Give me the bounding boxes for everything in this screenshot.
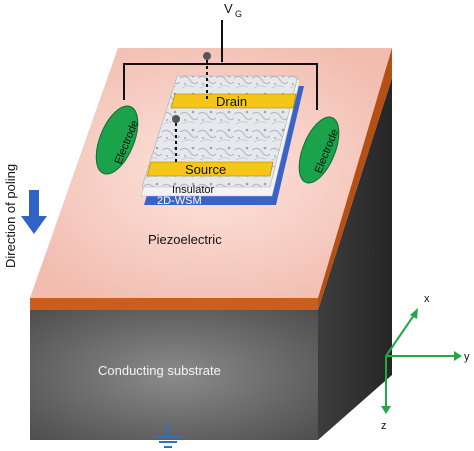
gate-probe-drain xyxy=(203,52,211,100)
gate-probe-source xyxy=(172,115,180,165)
channel-label: 2D-WSM xyxy=(157,195,202,207)
poling-arrow-icon xyxy=(21,190,47,234)
coordinate-axes xyxy=(381,308,462,414)
drain-contact xyxy=(170,93,297,109)
gate-wiring xyxy=(123,20,318,110)
substrate-front xyxy=(30,310,318,440)
piezoelectric-label: Piezoelectric xyxy=(148,232,222,247)
substrate-side xyxy=(318,78,392,440)
insulator-label: Insulator xyxy=(172,184,215,196)
ground-icon xyxy=(154,424,182,448)
conducting-substrate: Conducting substrate xyxy=(30,78,392,440)
device-stack: Drain Source Insulator 2D-WSM xyxy=(140,75,304,207)
axis-z-label: z xyxy=(381,420,387,432)
drain-label: Drain xyxy=(216,94,247,109)
substrate-label: Conducting substrate xyxy=(98,363,221,378)
poling-direction: Direction of poling xyxy=(3,164,47,268)
piezo-front-edge xyxy=(30,298,318,310)
piezo-side-edge xyxy=(318,48,392,310)
gate-voltage-label: V G xyxy=(224,1,242,19)
axis-y-label: y xyxy=(464,351,470,363)
axis-x-label: x xyxy=(424,293,430,305)
source-label: Source xyxy=(185,162,226,177)
svg-text:G: G xyxy=(235,9,242,19)
svg-text:V: V xyxy=(224,1,233,16)
poling-label: Direction of poling xyxy=(3,164,18,268)
source-contact xyxy=(146,161,274,177)
